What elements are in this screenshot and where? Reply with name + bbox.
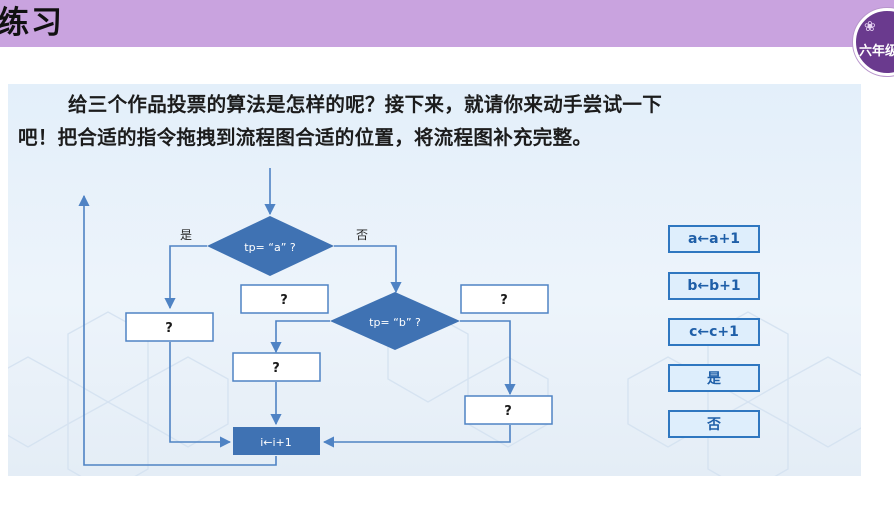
grade-badge-label: 六年级: [859, 44, 894, 59]
loop-back-arrow: [78, 194, 277, 466]
slot-placeholder: ?: [280, 293, 288, 308]
no-label-1: 否: [356, 228, 368, 242]
process-increment-i: [233, 427, 320, 455]
yes-branch2-arrow: [270, 320, 330, 354]
drop-slot-left[interactable]: ?: [125, 312, 214, 342]
drop-slot-top-right[interactable]: ?: [460, 284, 549, 314]
command-c-increment[interactable]: c←c+1: [668, 318, 760, 346]
title-bar: 练习: [0, 0, 894, 47]
command-b-increment[interactable]: b←b+1: [668, 272, 760, 300]
slot-placeholder: ?: [272, 361, 280, 376]
instruction-line-1: 给三个作品投票的算法是怎样的呢？接下来，就请你来动手尝试一下: [68, 93, 663, 116]
decision-tp-a: [207, 216, 334, 276]
command-a-increment[interactable]: a←a+1: [668, 225, 760, 253]
flowchart: tp= “a” ? tp= “b” ? 是 否 ? ? ? ? ? i←i+1: [78, 168, 553, 466]
exercise-panel: 给三个作品投票的算法是怎样的呢？接下来，就请你来动手尝试一下 吧！把合适的指令拖…: [8, 84, 861, 476]
instruction-text: 给三个作品投票的算法是怎样的呢？接下来，就请你来动手尝试一下 吧！把合适的指令拖…: [18, 88, 858, 154]
no-branch2-arrow: [460, 320, 516, 396]
drop-slot-right[interactable]: ?: [464, 395, 553, 425]
slot-placeholder: ?: [165, 321, 173, 336]
drop-slot-top-center[interactable]: ?: [240, 284, 329, 314]
no-branch-arrow: [334, 245, 402, 294]
command-no[interactable]: 否: [668, 410, 760, 438]
page-title: 练习: [0, 5, 64, 41]
slot-left-to-process-arrow: [169, 342, 232, 448]
slot-placeholder: ?: [504, 404, 512, 419]
slot-placeholder: ?: [500, 293, 508, 308]
decision-tp-b: [330, 292, 460, 350]
decision-tp-a-label: tp= “a” ?: [244, 241, 296, 254]
drop-slot-middle[interactable]: ?: [232, 352, 321, 382]
yes-branch-arrow: [164, 245, 207, 310]
process-increment-i-label: i←i+1: [260, 436, 292, 449]
slot-right-to-process-arrow: [322, 425, 511, 448]
yes-label-1: 是: [180, 228, 192, 242]
instruction-line-2: 吧！把合适的指令拖拽到流程图合适的位置，将流程图补充完整。: [18, 126, 593, 149]
command-yes[interactable]: 是: [668, 364, 760, 392]
decision-tp-b-label: tp= “b” ?: [369, 316, 421, 329]
spiral-icon: ❀: [864, 19, 876, 35]
